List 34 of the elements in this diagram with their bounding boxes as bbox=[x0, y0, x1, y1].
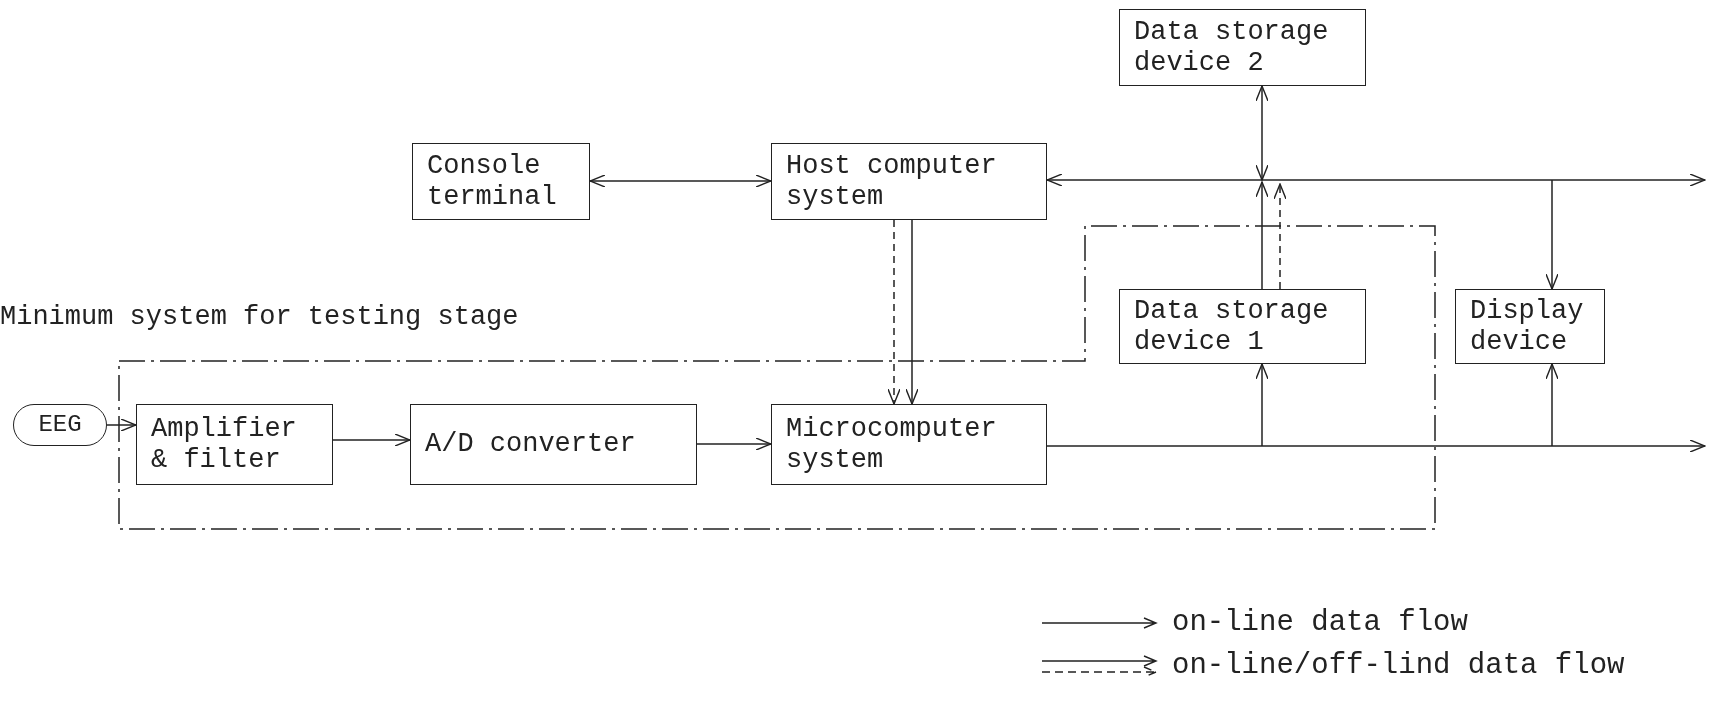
box-label: A/D converter bbox=[425, 429, 637, 460]
process-box bbox=[1119, 289, 1366, 364]
box-label: Display device bbox=[1470, 296, 1585, 357]
arrow bbox=[1273, 183, 1287, 290]
box-label: EEG bbox=[38, 413, 82, 437]
legend-label: on-line data flow bbox=[1172, 608, 1468, 637]
process-box bbox=[1455, 289, 1605, 364]
box-label: Amplifier & filter bbox=[151, 414, 298, 475]
arrow bbox=[1255, 363, 1269, 447]
process-box bbox=[771, 404, 1047, 485]
arrow bbox=[1545, 363, 1559, 447]
arrow bbox=[1255, 181, 1269, 290]
process-box bbox=[771, 143, 1047, 220]
arrow bbox=[905, 219, 919, 405]
box-label: Data storage device 2 bbox=[1134, 17, 1330, 78]
arrow bbox=[1545, 179, 1559, 290]
legend-label: on-line/off-lind data flow bbox=[1172, 651, 1625, 680]
group-heading: Minimum system for testing stage bbox=[0, 304, 519, 331]
box-label: Microcomputer system bbox=[786, 414, 998, 475]
arrow bbox=[1255, 85, 1269, 181]
arrow bbox=[887, 219, 901, 405]
arrow bbox=[1046, 173, 1706, 187]
process-box bbox=[410, 404, 697, 485]
arrow bbox=[106, 418, 137, 432]
process-box bbox=[136, 404, 333, 485]
box-label: Data storage device 1 bbox=[1134, 296, 1330, 357]
arrow bbox=[332, 433, 411, 447]
arrow bbox=[696, 437, 772, 451]
arrow bbox=[1046, 439, 1706, 453]
arrow bbox=[589, 174, 772, 188]
process-box bbox=[1119, 9, 1366, 86]
box-label: Host computer system bbox=[786, 151, 998, 212]
process-box bbox=[412, 143, 590, 220]
box-label: Console terminal bbox=[427, 151, 558, 212]
